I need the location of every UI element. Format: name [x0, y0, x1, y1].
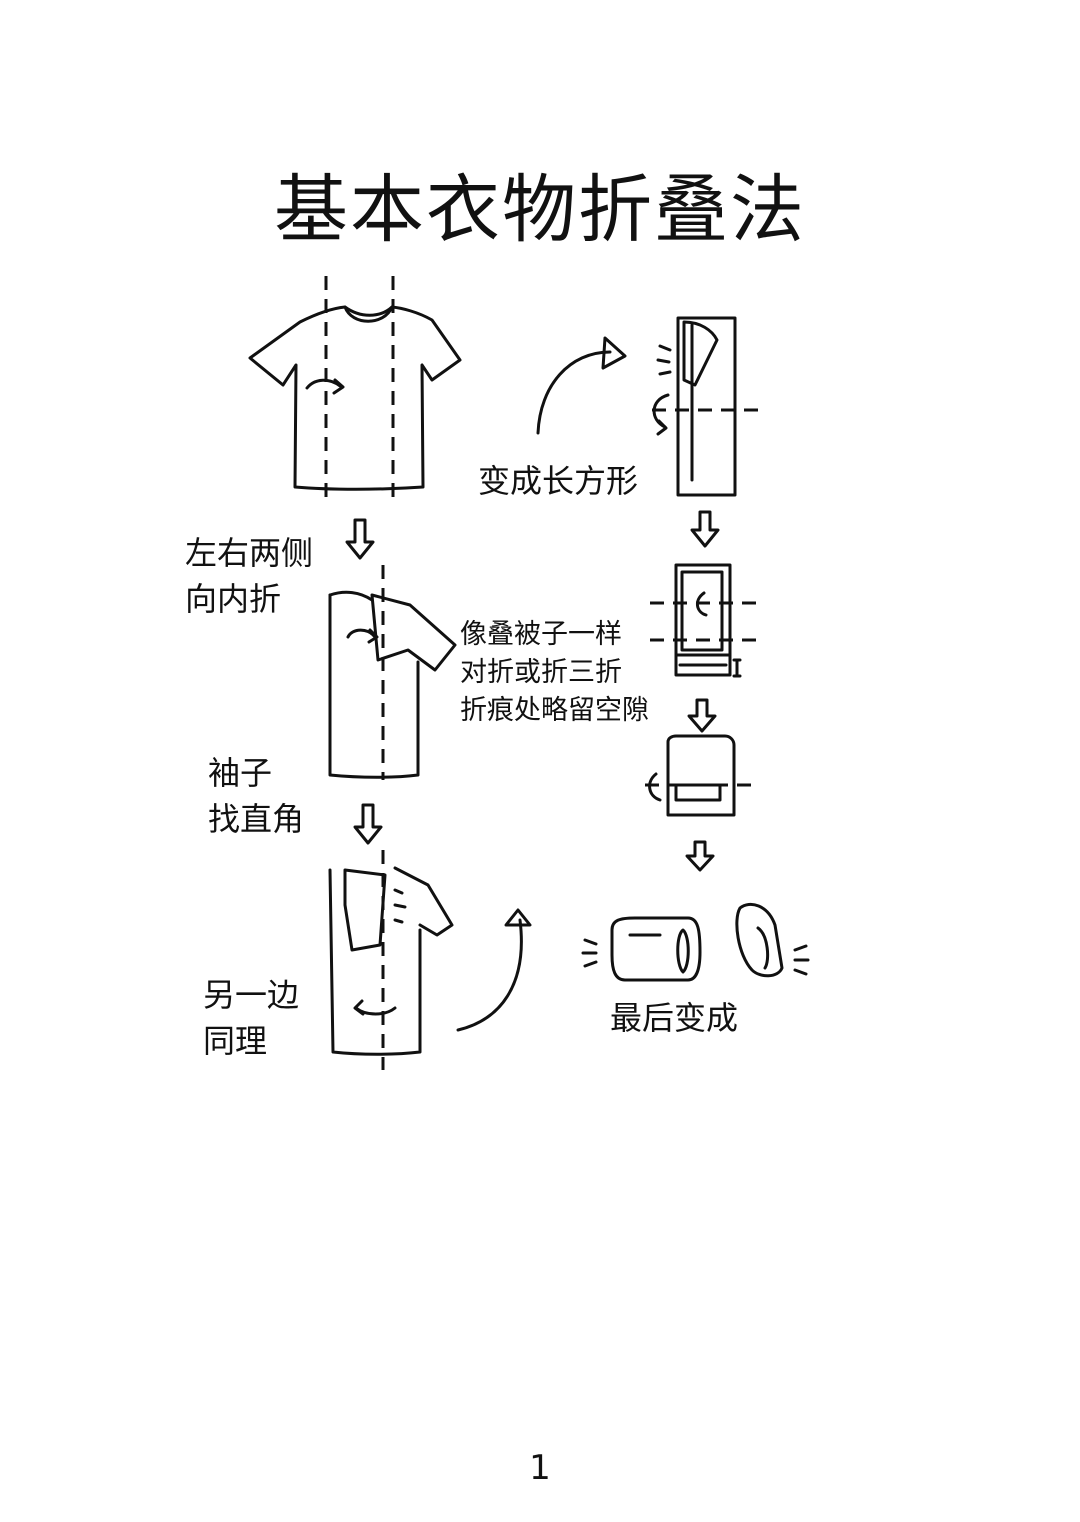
step-text: 折痕处略留空隙 [460, 695, 649, 726]
step-text: 另一边 [203, 976, 300, 1014]
step-text: 最后变成 [610, 999, 739, 1037]
step-text: 像叠被子一样 [460, 619, 622, 650]
down-arrow-icon [687, 698, 717, 733]
tshirt-drawing [248, 305, 462, 491]
step-text: 左右两侧 [185, 534, 314, 572]
down-arrow-icon [345, 518, 375, 560]
second-fold-drawing [648, 734, 736, 817]
step-text: 袖子 [208, 754, 273, 792]
step-label-final: 最后变成 [610, 995, 738, 1041]
curved-arrow-icon [456, 908, 532, 1032]
step-label-other-side: 另一边 同理 [203, 972, 299, 1064]
page-title: 基本衣物折叠法 [274, 167, 806, 253]
page-number: 1 [529, 1448, 551, 1488]
half-folded-shirt-drawing [328, 590, 457, 779]
step-text: 变成长方形 [478, 462, 639, 500]
curved-arrow-icon [536, 336, 627, 435]
step-label-fold-sides: 左右两侧 向内折 [185, 530, 313, 622]
down-arrow-icon [685, 840, 715, 872]
sleeve-fold-shirt-drawing [328, 866, 454, 1056]
step-text: 同理 [203, 1022, 268, 1060]
step-label-sleeve: 袖子 找直角 [208, 750, 304, 842]
down-arrow-icon [690, 510, 720, 548]
quilt-fold-drawing [674, 563, 742, 678]
down-arrow-icon [353, 803, 383, 845]
step-text: 向内折 [185, 580, 282, 618]
folded-result-rolled-drawing [735, 902, 810, 978]
step-label-rectangle: 变成长方形 [478, 458, 638, 504]
step-label-quilt: 像叠被子一样 对折或折三折 折痕处略留空隙 [460, 616, 649, 730]
rectangle-fold-drawing [652, 316, 737, 497]
folded-result-flat-drawing [581, 916, 702, 982]
step-text: 对折或折三折 [460, 657, 622, 688]
step-text: 找直角 [208, 800, 305, 838]
